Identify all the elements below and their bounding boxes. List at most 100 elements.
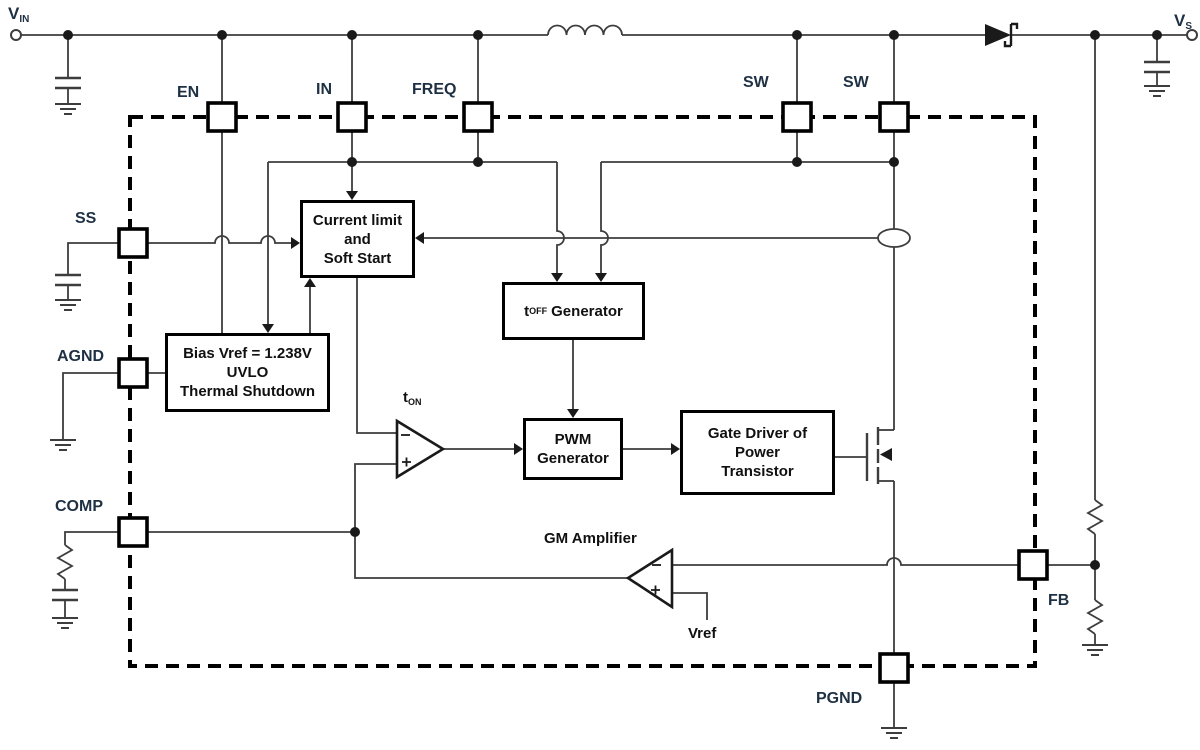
ton-label: tON — [403, 390, 422, 407]
arrow-ss-to-current-limit — [291, 237, 300, 249]
power-mosfet-symbol — [865, 427, 894, 484]
fb-pin-label: FB — [1048, 592, 1070, 609]
ton-comparator-symbol — [395, 418, 446, 480]
vs-terminal-label: VS — [1174, 12, 1192, 32]
junction-dots — [63, 30, 1162, 570]
block-text: Thermal Shutdown — [180, 383, 315, 400]
arrow-in-to-current-limit — [346, 191, 358, 200]
arrow-toff-to-pwm — [567, 409, 579, 418]
arrow-bus-to-bias — [262, 324, 274, 333]
pgnd-pin-label: PGND — [816, 690, 863, 707]
comp-pin-square — [117, 516, 149, 548]
ground-symbol — [1144, 85, 1170, 97]
vs-terminal-circle — [1186, 29, 1198, 41]
ss-to-current-limit — [147, 235, 291, 244]
block-text: Transistor — [721, 463, 794, 480]
en-pin-square — [206, 101, 238, 133]
resistor-symbol-lower — [1086, 599, 1104, 635]
sw-to-toff — [600, 162, 609, 273]
comp-capacitor-symbol — [52, 588, 78, 602]
ic-boundary-dashed-box — [128, 115, 1037, 668]
sw2-pin-label: SW — [843, 74, 869, 91]
block-text: Generator — [551, 302, 623, 320]
vref-label: Vref — [688, 625, 717, 642]
label-sub: IN — [19, 14, 30, 25]
plus-input-mark — [402, 457, 411, 467]
comp-to-gm-output — [354, 532, 628, 579]
pgnd-pin-square — [878, 652, 910, 684]
block-text: t — [524, 302, 530, 320]
agnd-pin-square — [117, 357, 149, 389]
vref-to-gm-plus — [672, 592, 708, 620]
comp-to-comparator-plus — [354, 463, 397, 532]
wires — [21, 24, 1187, 739]
arrowheads — [262, 191, 680, 455]
resistor-symbol-comp — [56, 544, 74, 580]
comp-pin-label: COMP — [55, 498, 103, 515]
sw1-pin-label: SW — [743, 74, 769, 91]
ic-pins — [117, 101, 1049, 684]
agnd-lead — [62, 372, 119, 440]
fb-to-gm-minus — [672, 557, 1019, 566]
ground-symbol — [55, 103, 81, 115]
block-text-sub: OFF — [529, 305, 548, 316]
ss-cap-lead — [67, 242, 119, 275]
sw1-pin-square — [781, 101, 813, 133]
en-pin-label: EN — [177, 84, 200, 101]
mosfet-body-arrow — [880, 448, 892, 461]
ground-symbol — [52, 617, 78, 629]
ground-symbol — [1082, 644, 1108, 656]
block-text: Generator — [537, 450, 609, 467]
schottky-diode-symbol — [985, 22, 1019, 48]
input-capacitor-symbol — [55, 76, 81, 90]
block-text: UVLO — [226, 364, 269, 381]
label-text: V — [8, 4, 20, 23]
arrow-comparator-to-pwm — [514, 443, 523, 455]
ground-symbol — [50, 439, 76, 451]
current-limit-soft-start-block: Current limit and Soft Start — [300, 200, 415, 278]
ss-pin-label: SS — [75, 210, 97, 227]
pwm-generator-block: PWM Generator — [523, 418, 623, 480]
vin-terminal-circle — [10, 29, 22, 41]
label-sub: S — [1185, 21, 1193, 32]
ss-capacitor-symbol — [55, 273, 81, 287]
fb-pin-square — [1017, 549, 1049, 581]
label-text: V — [1174, 11, 1186, 30]
in-pin-square — [336, 101, 368, 133]
arrow-pwm-to-gate-driver — [671, 443, 680, 455]
arrow-sense-to-current-limit — [415, 232, 424, 244]
freq-pin-label: FREQ — [412, 81, 457, 98]
sw2-pin-square — [878, 101, 910, 133]
inductor-symbol — [547, 24, 623, 36]
agnd-pin-label: AGND — [57, 348, 105, 365]
block-text: and — [344, 230, 371, 248]
gm-amplifier-symbol — [625, 547, 674, 610]
block-text: Soft Start — [323, 249, 392, 267]
block-text: PWM — [554, 431, 592, 448]
plus-input-mark — [651, 585, 660, 595]
label-text: t — [403, 389, 408, 406]
in-pin-label: IN — [316, 81, 332, 98]
resistor-symbol-upper — [1086, 499, 1104, 535]
arrow-bias-to-current-limit — [304, 278, 316, 287]
ss-pin-square — [117, 227, 149, 259]
block-text: Gate Driver of — [707, 425, 808, 442]
current-limit-to-comparator — [356, 278, 397, 434]
arrow-freq-to-toff — [551, 273, 563, 282]
output-capacitor-symbol — [1144, 60, 1170, 74]
gm-amplifier-label: GM Amplifier — [544, 530, 637, 547]
block-text: Power — [734, 444, 780, 461]
vin-terminal-label: VIN — [8, 5, 29, 25]
block-text: Bias Vref = 1.238V — [183, 345, 312, 362]
block-text: Current limit — [312, 211, 403, 229]
gate-driver-block: Gate Driver of Power Transistor — [680, 410, 835, 495]
ground-symbol — [55, 299, 81, 311]
label-sub: ON — [408, 397, 422, 407]
bias-uvlo-thermal-block: Bias Vref = 1.238V UVLO Thermal Shutdown — [165, 333, 330, 412]
comp-rc-lead — [64, 531, 119, 545]
freq-to-toff — [556, 162, 565, 273]
ground-symbol — [881, 727, 907, 739]
